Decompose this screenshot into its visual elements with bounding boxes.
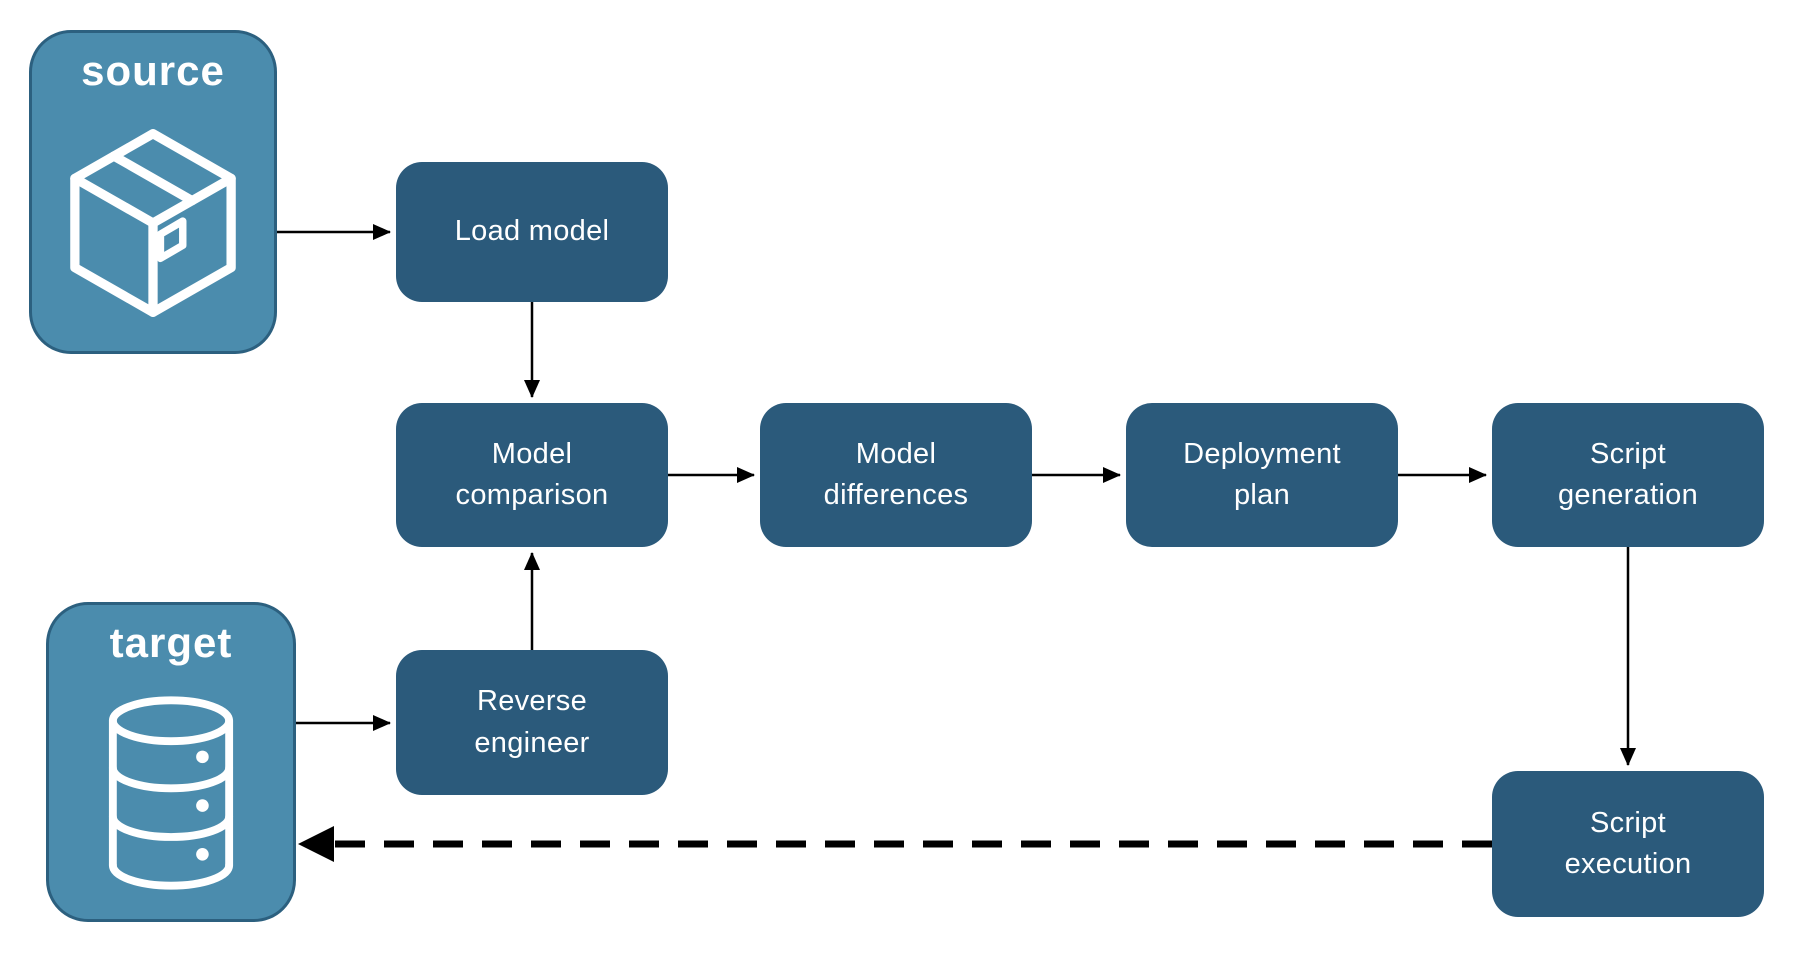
node-label: Model comparison (455, 437, 609, 511)
node-label: Deployment plan (1183, 437, 1341, 511)
node-script-execution: Script execution (1492, 771, 1764, 917)
node-load-model: Load model (396, 162, 668, 302)
node-script-generation: Script generation (1492, 403, 1764, 547)
node-deployment-plan: Deployment plan (1126, 403, 1398, 547)
node-label: Script generation (1557, 437, 1699, 511)
package-icon (32, 95, 274, 351)
node-label: Model differences (823, 437, 969, 511)
source-node: source (29, 30, 277, 354)
node-reverse-engineer: Reverse engineer (396, 650, 668, 795)
node-model-differences: Model differences (760, 403, 1032, 547)
node-label: Script execution (1564, 806, 1692, 880)
target-node: target (46, 602, 296, 922)
node-model-comparison: Model comparison (396, 403, 668, 547)
target-label: target (109, 619, 233, 666)
source-label: source (81, 47, 225, 94)
edge-script-execution-to-target (298, 826, 1492, 862)
node-label: Reverse engineer (474, 685, 590, 759)
database-icon (49, 667, 293, 919)
node-label: Load model (454, 215, 610, 248)
